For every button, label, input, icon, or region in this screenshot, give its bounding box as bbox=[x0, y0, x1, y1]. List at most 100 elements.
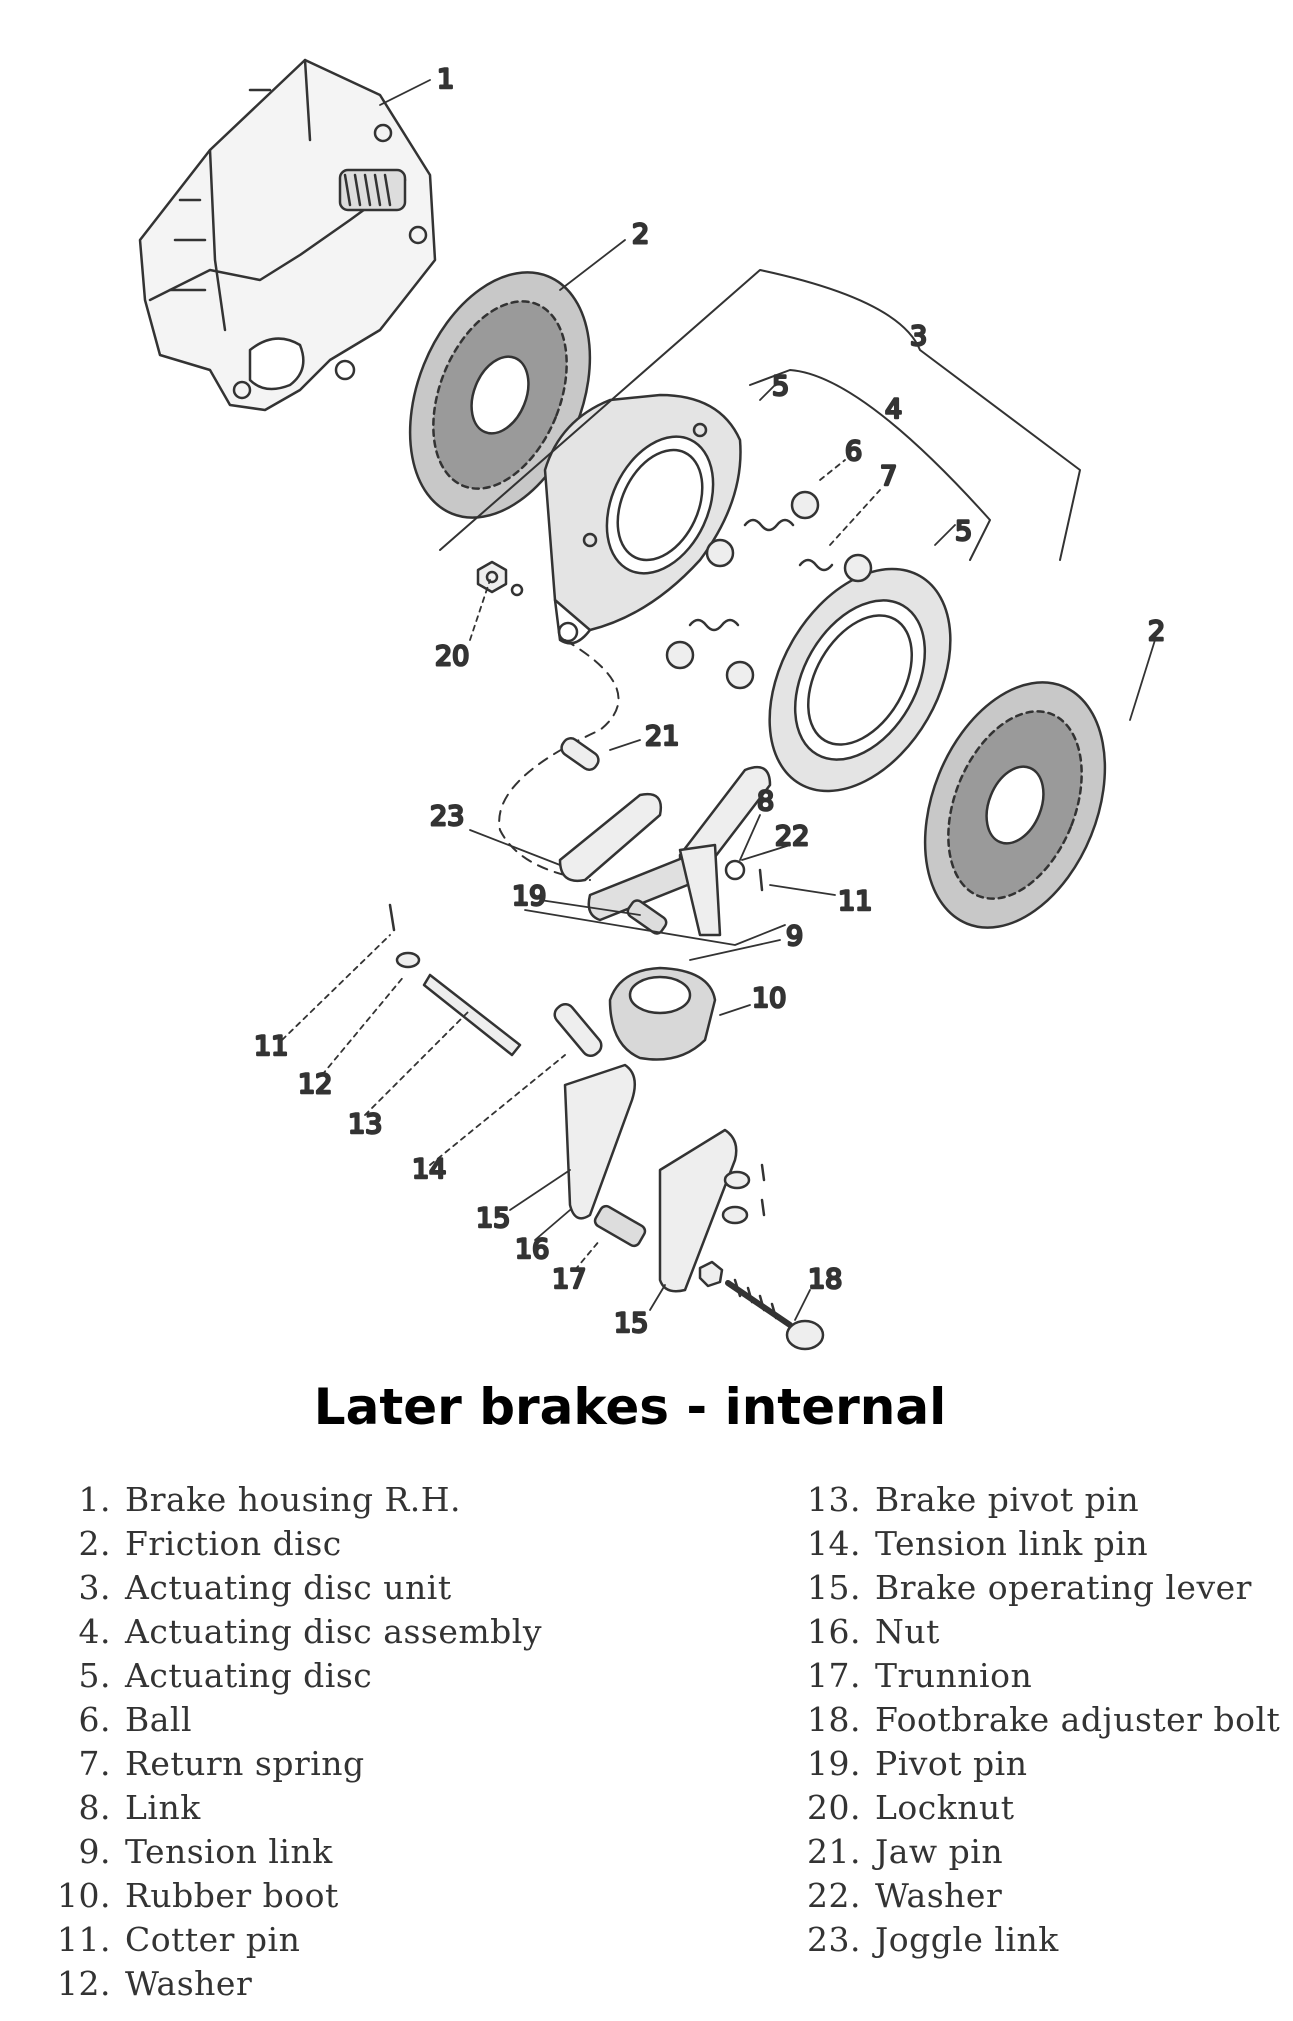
legend-item-text: Nut bbox=[875, 1612, 940, 1651]
callout-17: 17 bbox=[552, 1264, 586, 1295]
parts-legend-left: 1.Brake housing R.H.2. Friction disc 3. Act… bbox=[55, 1478, 542, 2006]
legend-item-number: 19. bbox=[807, 1744, 861, 1783]
legend-item: 17.Trunnion bbox=[805, 1654, 1280, 1698]
legend-item-number: 10. bbox=[57, 1876, 111, 1915]
callout-15: 15 bbox=[476, 1203, 510, 1234]
legend-item-text: Brake pivot pin bbox=[875, 1480, 1140, 1519]
callout-10: 10 bbox=[752, 983, 786, 1014]
legend-item-number: 4. bbox=[78, 1612, 111, 1651]
legend-item: 1.Brake housing R.H. bbox=[55, 1478, 542, 1522]
legend-item: 4. Actuating disc assembly bbox=[55, 1610, 542, 1654]
legend-item-text: Locknut bbox=[875, 1788, 1015, 1827]
legend-item-number: 14. bbox=[807, 1524, 861, 1563]
bracket-3 bbox=[439, 269, 1081, 561]
legend-item: 22. Washer bbox=[805, 1874, 1280, 1918]
callout-8: 8 bbox=[757, 786, 774, 817]
legend-item: 8.Link bbox=[55, 1786, 542, 1830]
locknut bbox=[476, 560, 524, 597]
legend-item-text: Cotter pin bbox=[125, 1920, 301, 1959]
legend-item-text: Friction disc bbox=[125, 1524, 342, 1563]
actuating-disc-upper bbox=[543, 393, 742, 645]
legend-item-number: 2. bbox=[78, 1524, 111, 1563]
operating-levers bbox=[563, 1063, 766, 1293]
callout-18: 18 bbox=[808, 1264, 842, 1295]
legend-item-number: 23. bbox=[807, 1920, 861, 1959]
legend-item-number: 20. bbox=[807, 1788, 861, 1827]
legend-item: 19. Pivot pin bbox=[805, 1742, 1280, 1786]
callout-2: 2 bbox=[1148, 616, 1165, 647]
legend-item: 21.Jaw pin bbox=[805, 1830, 1280, 1874]
legend-item-text: Link bbox=[125, 1788, 201, 1827]
callout-16: 16 bbox=[515, 1234, 549, 1265]
callout-12: 12 bbox=[298, 1069, 332, 1100]
legend-item-number: 13. bbox=[807, 1480, 861, 1519]
brake-exploded-diagram: 1 2 2 3 4 5 5 6 7 8 9 10 11 11 12 13 14 … bbox=[138, 58, 1166, 1351]
legend-item: 12.Washer bbox=[55, 1962, 542, 2006]
legend-item-number: 21. bbox=[807, 1832, 861, 1871]
friction-disc-right bbox=[923, 681, 1107, 929]
callout-5: 5 bbox=[955, 516, 972, 547]
assembly-path bbox=[498, 639, 620, 881]
legend-item-number: 11. bbox=[57, 1920, 111, 1959]
legend-item: 7. Return spring bbox=[55, 1742, 542, 1786]
callout-19: 19 bbox=[512, 881, 546, 912]
legend-item: 11. Cotter pin bbox=[55, 1918, 542, 1962]
diagram-title: Later brakes - internal bbox=[313, 1378, 947, 1436]
legend-item-number: 1. bbox=[78, 1480, 111, 1519]
legend-item-number: 5. bbox=[78, 1656, 111, 1695]
rubber-boot bbox=[608, 966, 717, 1061]
jaw-pin bbox=[560, 737, 600, 771]
callout-2: 2 bbox=[632, 219, 649, 250]
legend-item: 23. Joggle link bbox=[805, 1918, 1280, 1962]
legend-item: 9.Tension link bbox=[55, 1830, 542, 1874]
legend-item: 15.Brake operating lever bbox=[805, 1566, 1280, 1610]
callout-7: 7 bbox=[880, 461, 897, 492]
legend-item: 10. Rubber boot bbox=[55, 1874, 542, 1918]
legend-item-text: Return spring bbox=[125, 1744, 365, 1783]
legend-item-number: 7. bbox=[78, 1744, 111, 1783]
legend-item: 3. Actuating disc unit bbox=[55, 1566, 542, 1610]
callout-22: 22 bbox=[775, 821, 809, 852]
legend-item: 20. Locknut bbox=[805, 1786, 1280, 1830]
callout-15: 15 bbox=[614, 1308, 648, 1339]
adjuster-bolt bbox=[698, 1260, 825, 1351]
legend-item-text: Actuating disc unit bbox=[125, 1568, 452, 1607]
legend-item: 2. Friction disc bbox=[55, 1522, 542, 1566]
callout-4: 4 bbox=[885, 394, 902, 425]
legend-item-text: Pivot pin bbox=[875, 1744, 1028, 1783]
bracket-4 bbox=[749, 369, 991, 561]
legend-item-number: 22. bbox=[807, 1876, 861, 1915]
legend-item: 5. Actuating disc bbox=[55, 1654, 542, 1698]
brake-housing bbox=[138, 58, 437, 412]
friction-disc-left bbox=[408, 271, 592, 519]
callout-1: 1 bbox=[437, 64, 454, 95]
legend-item-text: Brake operating lever bbox=[875, 1568, 1252, 1607]
legend-item-text: Joggle link bbox=[875, 1920, 1059, 1959]
legend-item-text: Rubber boot bbox=[125, 1876, 339, 1915]
legend-item-text: Tension link pin bbox=[875, 1524, 1149, 1563]
legend-item: 18.Footbrake adjuster bolt bbox=[805, 1698, 1280, 1742]
actuating-disc-lower bbox=[768, 567, 952, 793]
legend-item-number: 12. bbox=[57, 1964, 111, 2003]
legend-item-number: 6. bbox=[78, 1700, 111, 1739]
legend-item-number: 3. bbox=[78, 1568, 111, 1607]
callout-23: 23 bbox=[430, 801, 464, 832]
legend-item-number: 9. bbox=[78, 1832, 111, 1871]
callout-21: 21 bbox=[645, 721, 679, 752]
callout-20: 20 bbox=[435, 641, 469, 672]
legend-item-text: Washer bbox=[875, 1876, 1003, 1915]
legend-item-text: Actuating disc assembly bbox=[125, 1612, 542, 1651]
balls-and-springs bbox=[665, 490, 873, 690]
callout-6: 6 bbox=[845, 436, 862, 467]
legend-item-text: Actuating disc bbox=[125, 1656, 373, 1695]
callout-9: 9 bbox=[786, 921, 803, 952]
leader-lines bbox=[281, 79, 1156, 1321]
link-assembly bbox=[558, 765, 772, 937]
callout-11: 11 bbox=[254, 1031, 288, 1062]
legend-item-text: Ball bbox=[125, 1700, 193, 1739]
legend-item: 14. Tension link pin bbox=[805, 1522, 1280, 1566]
legend-item: 13. Brake pivot pin bbox=[805, 1478, 1280, 1522]
legend-item: 6. Ball bbox=[55, 1698, 542, 1742]
legend-item-text: Footbrake adjuster bolt bbox=[875, 1700, 1281, 1739]
